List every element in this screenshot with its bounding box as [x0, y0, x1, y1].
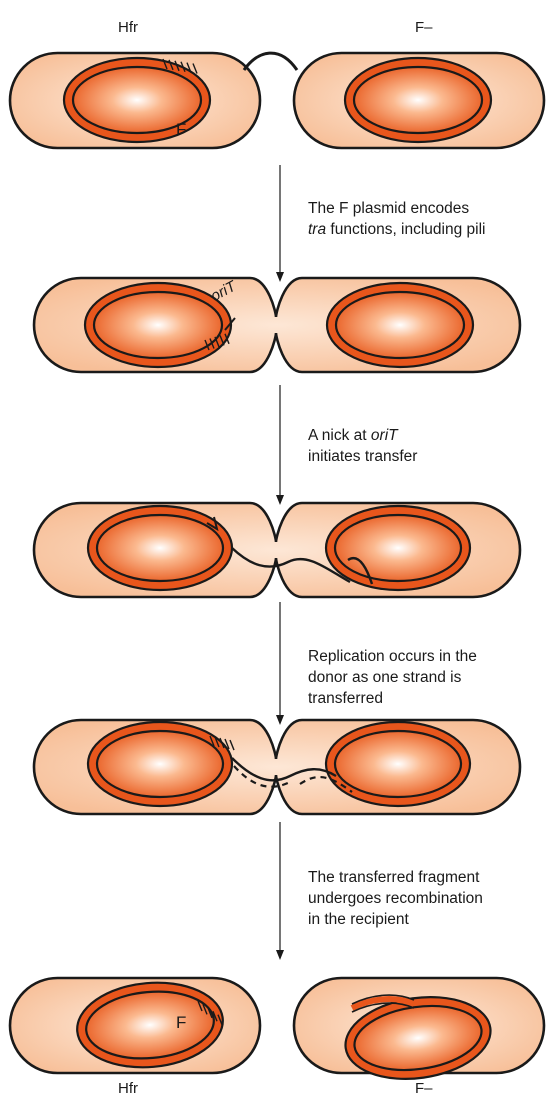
- step-caption-3: Replication occurs in the donor as one st…: [308, 646, 477, 709]
- chromosome-inner: [335, 515, 461, 581]
- caption-line: tra functions, including pili: [308, 219, 486, 240]
- step-caption-1: The F plasmid encodes tra functions, incl…: [308, 198, 486, 240]
- f-minus-chromosome: [345, 58, 491, 142]
- hfr-label-top: Hfr: [118, 20, 138, 35]
- caption-line: A nick at oriT: [308, 425, 417, 446]
- caption-line: donor as one strand is: [308, 667, 477, 688]
- chromosome-inner: [97, 515, 223, 581]
- step-caption-4: The transferred fragment undergoes recomb…: [308, 867, 483, 930]
- caption-line: transferred: [308, 688, 477, 709]
- caption-line: undergoes recombination: [308, 888, 483, 909]
- hfr-chromosome: [85, 283, 231, 367]
- f-minus-chromosome: [327, 283, 473, 367]
- caption-text: The transferred fragment: [308, 869, 479, 886]
- caption-line: The transferred fragment: [308, 867, 483, 888]
- caption-text: functions, including pili: [326, 221, 485, 238]
- hfr-chromosome: [88, 722, 232, 806]
- step-caption-2: A nick at oriT initiates transfer: [308, 425, 417, 467]
- caption-text: A nick at: [308, 427, 371, 444]
- f-plasmid-label-bottom: F: [176, 1014, 186, 1031]
- caption-text: oriT: [371, 427, 398, 444]
- f-minus-label-top: F–: [415, 20, 433, 35]
- caption-line: The F plasmid encodes: [308, 198, 486, 219]
- hfr-chromosome: [64, 58, 210, 142]
- step-arrow-head: [276, 950, 284, 960]
- f-minus-chromosome: [326, 722, 470, 806]
- step-arrow-head: [276, 495, 284, 505]
- step-arrow-head: [276, 272, 284, 282]
- caption-text: in the recipient: [308, 911, 409, 928]
- caption-text: undergoes recombination: [308, 890, 483, 907]
- caption-text: Replication occurs in the: [308, 648, 477, 665]
- f-minus-chromosome: [326, 506, 470, 590]
- caption-text: transferred: [308, 690, 383, 707]
- chromosome-inner: [335, 731, 461, 797]
- chromosome-inner: [94, 292, 222, 358]
- caption-text: donor as one strand is: [308, 669, 461, 686]
- chromosome-inner: [97, 731, 223, 797]
- chromosome-inner: [336, 292, 464, 358]
- pilus: [244, 53, 297, 70]
- caption-text: initiates transfer: [308, 448, 417, 465]
- caption-line: in the recipient: [308, 909, 483, 930]
- chromosome-inner: [354, 67, 482, 133]
- f-minus-label-bottom: F–: [415, 1081, 433, 1096]
- step-arrow-head: [276, 715, 284, 725]
- caption-line: Replication occurs in the: [308, 646, 477, 667]
- hfr-label-bottom: Hfr: [118, 1081, 138, 1096]
- caption-text: tra: [308, 221, 326, 238]
- caption-text: The F plasmid encodes: [308, 200, 469, 217]
- f-plasmid-label-top: F: [176, 121, 186, 138]
- hfr-chromosome: [88, 506, 232, 590]
- caption-line: initiates transfer: [308, 446, 417, 467]
